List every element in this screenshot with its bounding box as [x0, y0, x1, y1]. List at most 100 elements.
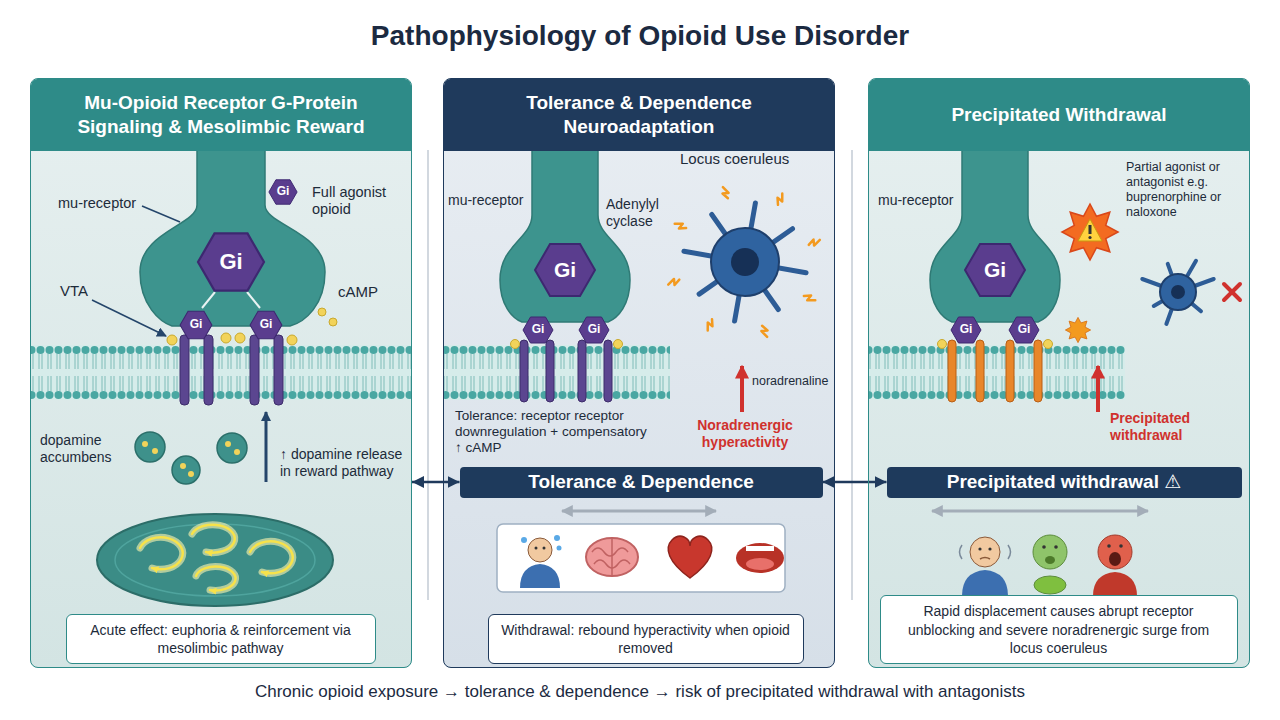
mouth-icon	[746, 546, 774, 551]
brain-icon	[586, 538, 638, 576]
structure-label: noradrenaline	[752, 374, 828, 389]
ligand-dot	[287, 335, 297, 345]
shivering-person-icon	[970, 537, 1000, 567]
gi-hexagon	[579, 317, 609, 343]
gi-hexagon	[535, 244, 595, 296]
nauseous-face-icon	[1033, 535, 1067, 569]
cell-membrane	[30, 345, 412, 400]
sweating-person-icon	[520, 564, 560, 588]
ligand-dot	[221, 333, 231, 343]
neuron-terminal	[930, 150, 1060, 322]
mouth-icon	[736, 543, 784, 573]
sweating-person-icon	[535, 547, 538, 550]
locus-coeruleus-neuron	[704, 318, 715, 331]
gi-hexagon	[951, 244, 1039, 343]
neuron-terminal	[500, 150, 630, 322]
locus-coeruleus-neuron	[1142, 261, 1213, 324]
stage-connector	[412, 481, 460, 484]
gi-hexagon	[269, 180, 297, 204]
panel-ground	[30, 78, 1250, 668]
release-arrow	[265, 412, 268, 482]
locus-coeruleus-neuron	[731, 248, 759, 276]
neuron-terminal	[500, 150, 630, 322]
reward-loop	[250, 541, 293, 573]
mouth-icon	[736, 543, 784, 573]
protein-label: Gi	[523, 322, 553, 336]
receptor-channel	[948, 340, 1042, 402]
panel-heading: Precipitated Withdrawal	[869, 79, 1249, 151]
locus-coeruleus-neuron	[803, 293, 816, 304]
warning-starburst	[1088, 236, 1091, 239]
mouth-icon	[746, 558, 774, 570]
dopamine-vesicle	[188, 471, 194, 477]
sweating-person-icon	[557, 546, 562, 551]
reward-loop	[140, 537, 183, 569]
receptor-channel	[604, 340, 612, 402]
screaming-face-icon	[1093, 572, 1137, 596]
locus-coeruleus-neuron	[721, 186, 730, 199]
neuron-terminal	[930, 150, 1060, 322]
structure-label: Locus coeruleus	[680, 150, 789, 168]
ligand-dot	[329, 318, 337, 326]
band-label: Precipitated withdrawal ⚠	[947, 470, 1182, 494]
shivering-person-icon	[978, 547, 981, 550]
diagram-title: Pathophysiology of Opioid Use Disorder	[0, 20, 1280, 52]
warning-starburst	[1062, 204, 1118, 260]
hyperactivity-arrow	[740, 366, 744, 412]
protein-label: Gi	[181, 317, 211, 331]
nucleus-accumbens	[97, 514, 333, 606]
cell-membrane	[443, 345, 670, 400]
reward-loop	[140, 525, 293, 591]
hyperactivity-arrow	[742, 366, 743, 412]
effect-label: ↑ dopamine release in reward pathway	[280, 446, 408, 480]
structure-label: mu-receptor	[58, 195, 136, 212]
grey-double-arrow	[562, 511, 716, 512]
summary-box: Withdrawal: rebound hyperactivity when o…	[488, 614, 804, 664]
brain-icon	[592, 548, 628, 556]
warning-starburst	[1062, 204, 1118, 260]
ligand-dot	[938, 340, 947, 349]
stage-panel: Mu-Opioid Receptor G-Protein Signaling &…	[30, 78, 412, 668]
locus-coeruleus-neuron	[667, 186, 821, 338]
dopamine-vesicle	[180, 463, 186, 469]
summary-box: Rapid displacement causes abrupt recepto…	[880, 595, 1238, 664]
nauseous-face-icon	[1054, 545, 1058, 549]
grey-double-arrow	[932, 511, 1148, 512]
leader-line	[92, 300, 166, 336]
structure-label: Adenylyl cyclase	[606, 196, 680, 230]
panel-heading: Tolerance & Dependence Neuroadaptation	[444, 79, 834, 151]
leader-line	[142, 206, 180, 222]
ligand-dot	[167, 308, 337, 345]
receptor-channel	[976, 340, 984, 402]
grey-double-arrow	[932, 510, 1148, 513]
withdrawal-arrow	[1098, 366, 1099, 412]
blocked-cross	[1224, 284, 1240, 300]
cell-membrane	[868, 345, 1125, 400]
receptor-channel	[578, 340, 586, 402]
ligand-dot	[511, 340, 623, 349]
panel-divider	[428, 150, 852, 600]
structure-label: Full agonist opioid	[312, 184, 404, 219]
nucleus-accumbens	[97, 514, 333, 606]
locus-coeruleus-neuron	[674, 220, 687, 231]
structure-label: mu-receptor	[448, 192, 523, 209]
gi-hexagon	[523, 317, 553, 343]
protein-label: Gi	[251, 317, 281, 331]
gi-hexagon	[180, 180, 297, 339]
ligand-dot	[167, 335, 177, 345]
summary-text: Withdrawal: rebound hyperactivity when o…	[501, 621, 791, 657]
locus-coeruleus-neuron	[1171, 285, 1185, 299]
dopamine-vesicle	[135, 432, 165, 462]
warning-starburst	[1089, 225, 1092, 234]
dopamine-vesicle	[225, 441, 231, 447]
ligand-dot	[938, 340, 1053, 349]
grey-double-arrow	[562, 510, 716, 513]
nauseous-face-icon	[1033, 535, 1067, 594]
structure-label: VTA	[60, 282, 88, 300]
protein-label: Gi	[206, 249, 256, 275]
protein-label: Gi	[579, 322, 609, 336]
locus-coeruleus-neuron	[760, 325, 769, 338]
reward-loop	[196, 566, 236, 590]
